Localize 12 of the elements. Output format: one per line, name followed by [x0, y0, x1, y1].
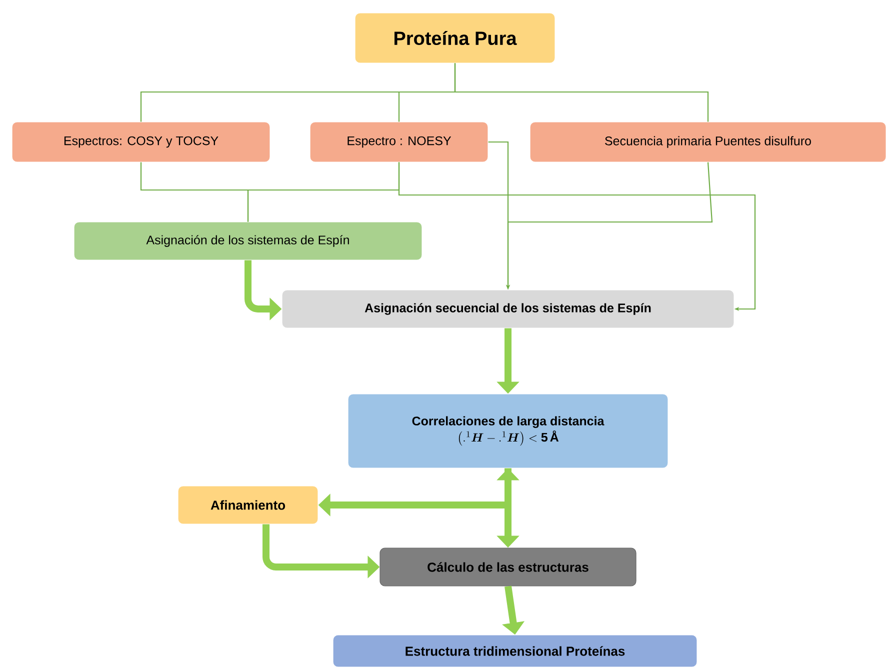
title-box: Proteína Pura [354, 12, 556, 64]
connector-line [454, 63, 709, 122]
process-box: Afinamiento [178, 486, 318, 524]
process-box: Espectros: COSY y TOCSY [12, 122, 270, 162]
result-box: Estructura tridimensional Proteínas [332, 634, 698, 668]
connector-line [398, 162, 756, 312]
process-box: Asignación de los sistemas de Espín [74, 222, 422, 260]
process-box: Secuencia primaria Puentes disulfuro [530, 122, 886, 162]
process-box: Espectro : NOESY [310, 122, 488, 162]
process-box: Correlaciones de larga distancia $\left(.^{1}\boldsymbol{H}-.^{1}\boldsymbol{H}\right)<\mathbf{5}\,\text{Å}$ [348, 394, 668, 468]
process-box: Cálculo de las estructuras [380, 548, 636, 586]
process-box: Asignación secuencial de los sistemas de Espín [282, 290, 734, 328]
